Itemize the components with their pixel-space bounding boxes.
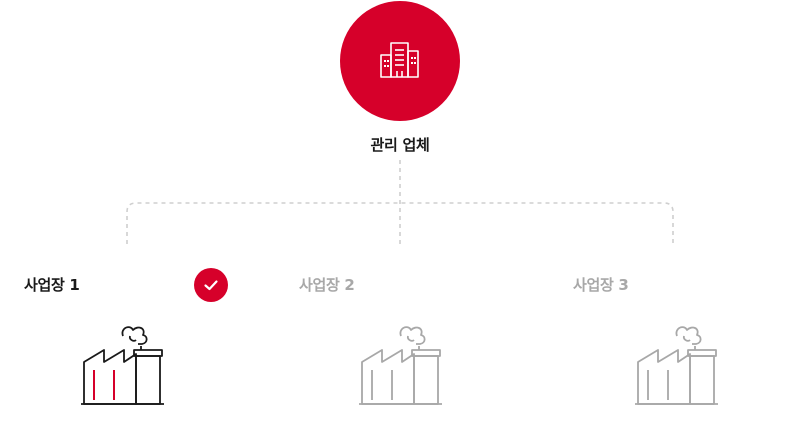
buildings-icon — [380, 42, 419, 78]
site-3-label[interactable]: 사업장 3 — [573, 276, 629, 294]
site-1-label[interactable]: 사업장 1 — [24, 276, 80, 294]
headquarters-node[interactable] — [340, 1, 460, 121]
headquarters-label: 관리 업체 — [370, 136, 430, 154]
factory-icon — [81, 326, 164, 405]
factory-icon — [359, 326, 442, 405]
site-2-label[interactable]: 사업장 2 — [299, 276, 355, 294]
factory-icon — [635, 326, 718, 405]
check-icon — [204, 280, 218, 291]
selected-check-badge[interactable] — [194, 268, 228, 302]
